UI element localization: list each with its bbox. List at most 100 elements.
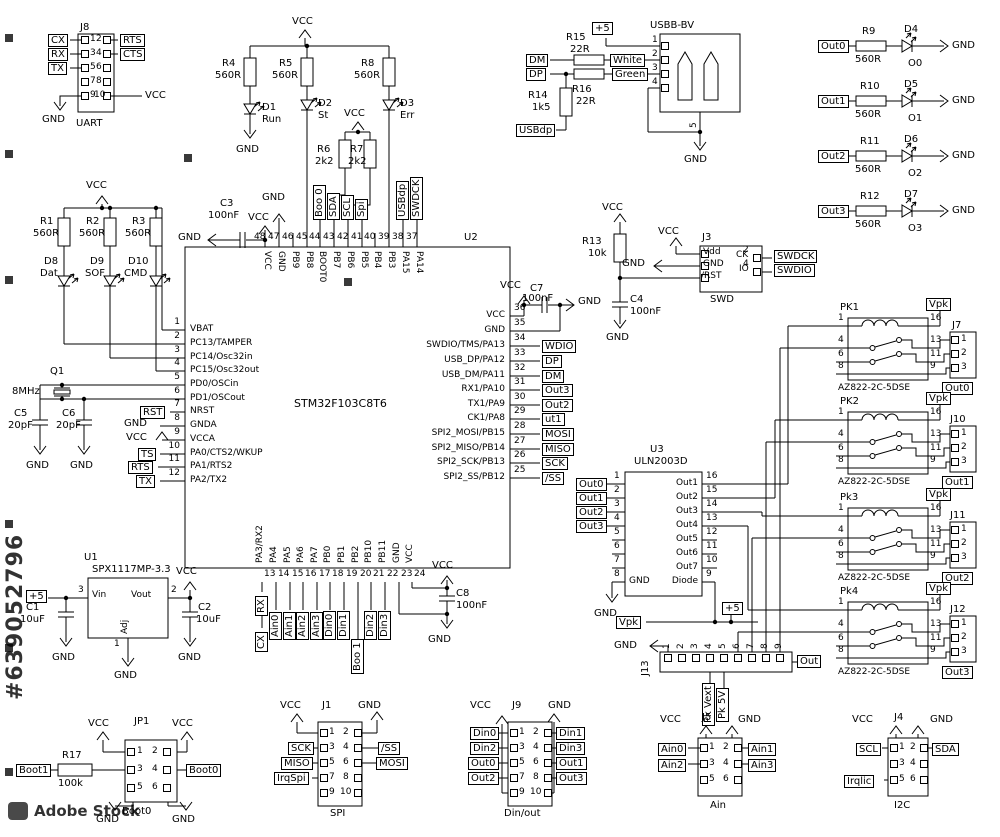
r13-ref: R13 [582, 236, 602, 247]
tag-rx: RX [255, 596, 268, 616]
pk3-n13: 13 [930, 525, 942, 535]
tag-usb-plus5: +5 [592, 22, 613, 35]
pk3-n11: 11 [930, 539, 942, 549]
u2-pn-23: 23 [401, 569, 413, 579]
u3-pn-2: 2 [614, 485, 620, 495]
pk2-ref: PK2 [840, 396, 859, 407]
d4-ref: D4 [904, 24, 919, 35]
j4-n2: 2 [910, 742, 916, 752]
d10-name: CMD [124, 268, 148, 279]
j9-n3: 3 [519, 742, 525, 752]
jp1-n4: 4 [152, 764, 158, 774]
o3-lbl: O3 [908, 223, 923, 234]
j1-n5: 5 [329, 757, 335, 767]
tag-j9-din0: Din0 [470, 727, 500, 740]
j10-n1: 1 [961, 428, 967, 438]
tag-j5-ain0: Ain0 [658, 743, 687, 756]
j3-gnd: GND [622, 258, 645, 269]
usb-pn-4: 4 [652, 77, 658, 87]
u3-pn-16: 16 [706, 471, 718, 481]
u2-pn-24: 24 [414, 569, 426, 579]
jp1-n5: 5 [137, 782, 143, 792]
j13-n4: 4 [704, 643, 714, 649]
r3-val: 560R [125, 228, 152, 239]
u2-pn-44: 44 [309, 232, 321, 242]
u3-in-out1: Out1 [576, 492, 607, 505]
u2-l-vcca: VCCA [190, 434, 215, 444]
u2-r-vcc: VCC [486, 310, 505, 320]
tag-j9-out0: Out0 [468, 757, 499, 770]
u2-pn-33: 33 [514, 348, 526, 358]
j1-gnd: GND [358, 700, 381, 711]
tag-out2: Out2 [542, 399, 573, 412]
d3-name: Err [400, 110, 415, 121]
j3-rst: /RST [701, 271, 722, 281]
o2-lbl: O2 [908, 168, 923, 179]
tag-pk5v: Pk 5V [716, 687, 729, 722]
j1-n9: 9 [329, 787, 335, 797]
relay-pk1 [836, 311, 977, 381]
tag-j9-out2: Out2 [468, 772, 499, 785]
u2-pn-45: 45 [296, 232, 308, 242]
j13-n5: 5 [718, 643, 728, 649]
tag-dp2: DP [542, 355, 562, 368]
pin47-gnd: GND [262, 192, 285, 203]
u3-out2: Out2 [675, 492, 698, 502]
j8-pin-1: 1 [90, 34, 96, 44]
tag-dm2: DM [542, 370, 565, 383]
u2-r-mosi: SPI2_MOSI/PB15 [431, 428, 505, 438]
r7-ref: R7 [350, 144, 364, 155]
u3-in-out2: Out2 [576, 506, 607, 519]
j8-pin-2: 2 [96, 34, 102, 44]
u1-vin: Vin [92, 590, 107, 600]
swd-debug-j3 [611, 213, 772, 329]
j1-n10: 10 [340, 787, 352, 797]
pk1-n1: 1 [838, 313, 844, 323]
pk4-n9: 9 [930, 645, 936, 655]
j13-n9: 9 [774, 643, 784, 649]
tag-j9-din1: Din1 [556, 727, 586, 740]
u2-pn-37: 37 [406, 232, 418, 242]
r2-val: 560R [79, 228, 106, 239]
u2-pn-4: 4 [174, 358, 180, 368]
led2-gnd: GND [952, 150, 975, 161]
u2-pn-35: 35 [514, 318, 526, 328]
u3-pn-14: 14 [706, 499, 718, 509]
u3-pn-8: 8 [614, 569, 620, 579]
j5-vcc: VCC [660, 714, 681, 725]
j9-n7: 7 [519, 772, 525, 782]
j5-n1: 1 [709, 742, 715, 752]
tag-scl2: SCL [856, 743, 881, 756]
c2-gnd: GND [178, 652, 201, 663]
u3-out7: Out7 [675, 562, 698, 572]
j8-title: UART [76, 118, 103, 129]
u2-b-pa6: PA6 [296, 546, 306, 563]
usb-ref: USBB-BV [650, 20, 695, 31]
u2-pn-47: 47 [268, 232, 280, 242]
pk4-part: AZ822-2C-5DSE [838, 667, 911, 677]
j10-n2: 2 [961, 442, 967, 452]
c6-gnd: GND [70, 460, 93, 471]
u3-diode: Diode [671, 576, 698, 586]
jp1-n6: 6 [152, 782, 158, 792]
r4-ref: R4 [222, 58, 236, 69]
tag-mosi: MOSI [542, 428, 574, 441]
tag-j9-out3: Out3 [556, 772, 587, 785]
tag-j5-ain3: Ain3 [748, 759, 777, 772]
u3-part: ULN2003D [634, 456, 688, 467]
j3-vcc: VCC [658, 226, 679, 237]
watermark-squares [5, 34, 352, 776]
j1-n4: 4 [343, 742, 349, 752]
j8-tag-rts: RTS [120, 34, 145, 47]
j7-n2: 2 [961, 348, 967, 358]
pc13-15-led-indicators [57, 195, 185, 372]
j3-vdd: Vdd [703, 247, 721, 257]
relay-pk2 [836, 405, 977, 475]
j8-tag-cts: CTS [120, 48, 146, 61]
tag-sck: SCK [542, 457, 568, 470]
u2-b-vcc: VCC [405, 544, 415, 563]
u2-l-pc14: PC14/Osc32in [190, 352, 253, 362]
watermark-id-text: #639052796 [3, 533, 28, 700]
j8-pin-9: 9 [90, 90, 96, 100]
j11-out: Out2 [942, 572, 973, 585]
